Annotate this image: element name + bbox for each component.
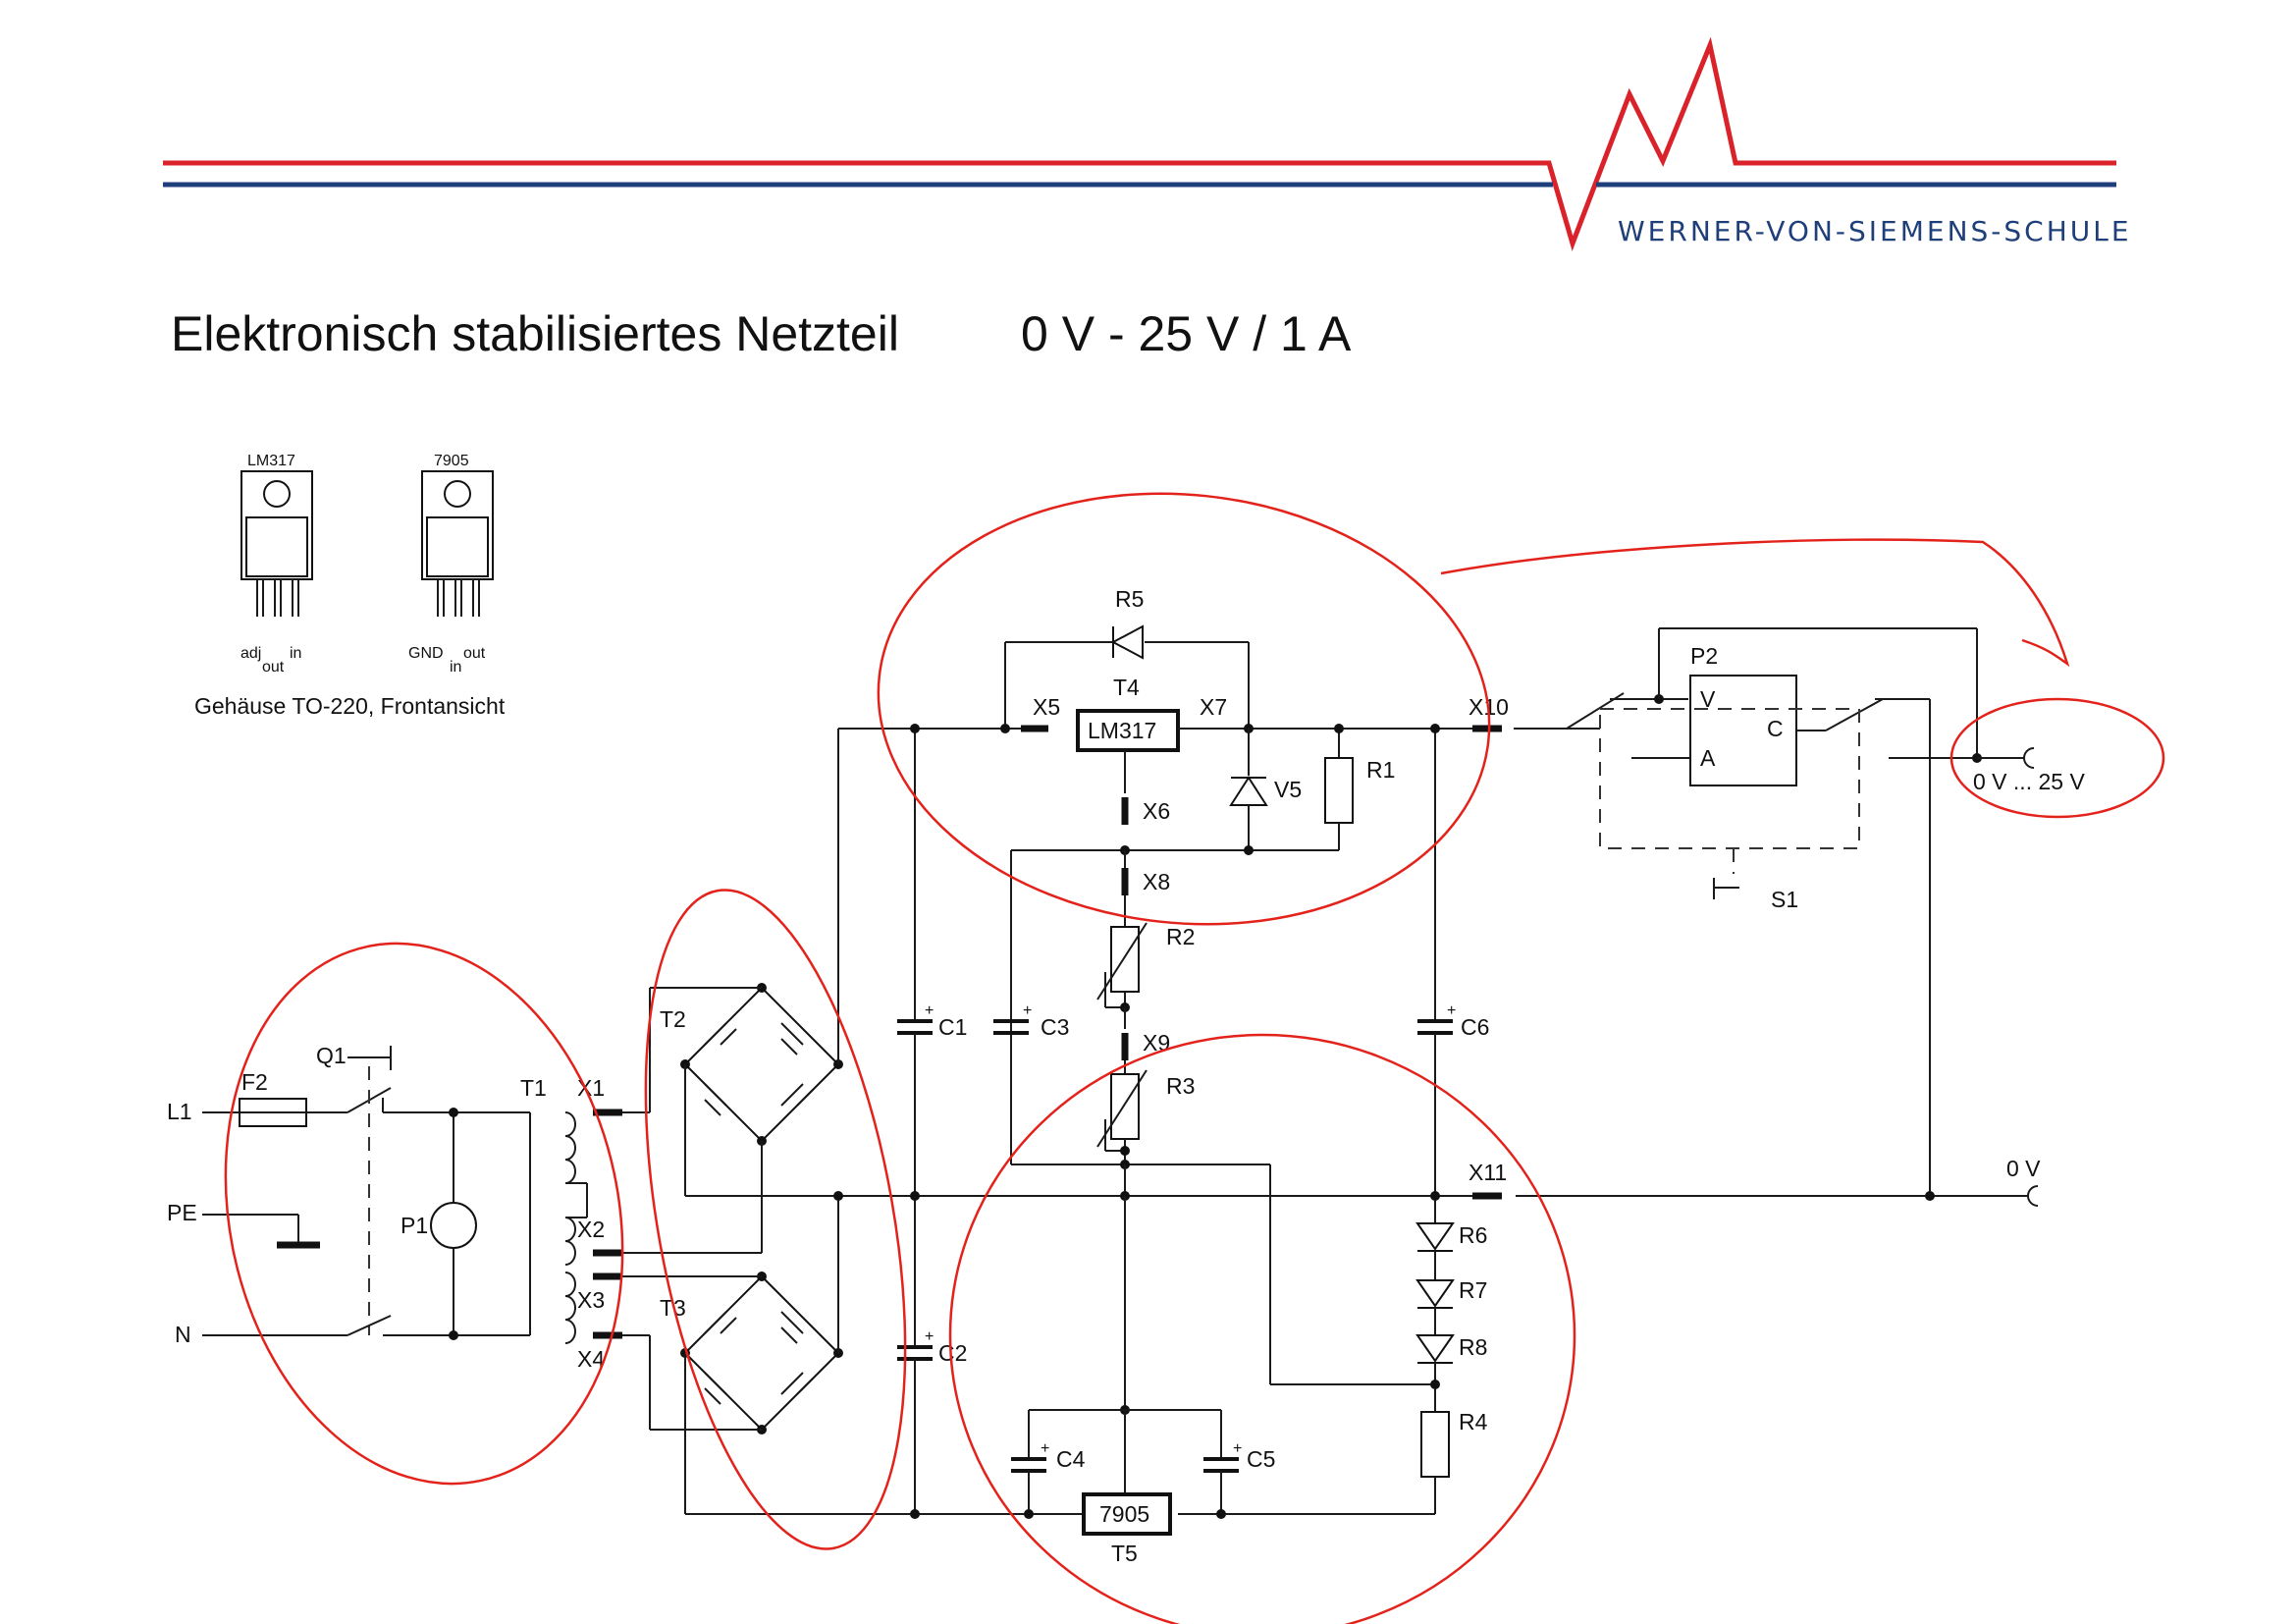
- plus-c1: +: [925, 1002, 934, 1019]
- plus-c3: +: [1023, 1002, 1032, 1019]
- label-p2-v: V: [1700, 686, 1716, 712]
- label-c1: C1: [938, 1014, 967, 1040]
- annotation-circles: [224, 492, 2165, 1624]
- package-7905: 7905 GND in out: [408, 453, 494, 676]
- bridge-rectifier-t3: T3: [660, 1272, 843, 1435]
- label-r3: R3: [1166, 1073, 1195, 1099]
- label-t4: T4: [1113, 675, 1140, 700]
- annotation-circle-mains: [224, 942, 624, 1486]
- annotation-circle-lm317: [877, 492, 1491, 926]
- plus-c5: +: [1233, 1440, 1242, 1457]
- potentiometer-r2: R2: [1096, 895, 1195, 1012]
- label-output-range: 0 V ... 25 V: [1973, 769, 2085, 794]
- label-x3: X3: [577, 1287, 605, 1313]
- package-7905-pin-out: out: [463, 645, 486, 662]
- label-x9: X9: [1143, 1030, 1170, 1056]
- annotation-circle-7905: [948, 1033, 1576, 1624]
- school-name: WERNER-VON-SIEMENS-SCHULE: [1618, 215, 2132, 247]
- label-p2-a: A: [1700, 745, 1716, 771]
- ic-lm317-label: LM317: [1088, 718, 1156, 743]
- resistor-r4: [1420, 1411, 1450, 1478]
- label-r1: R1: [1366, 757, 1395, 783]
- bridge-rectifier-t2: T2: [660, 983, 843, 1146]
- annotation-arrow: [1440, 538, 2070, 668]
- label-x8: X8: [1143, 869, 1170, 894]
- label-c2: C2: [938, 1340, 967, 1366]
- label-r6: R6: [1459, 1222, 1487, 1248]
- page-title: Elektronisch stabilisiertes Netzteil: [171, 306, 899, 361]
- diode-v5: [1229, 776, 1268, 806]
- package-caption: Gehäuse TO-220, Frontansicht: [194, 693, 506, 719]
- package-lm317-pin-out: out: [262, 659, 285, 676]
- label-c5: C5: [1247, 1446, 1275, 1472]
- package-lm317-label: LM317: [247, 453, 295, 469]
- label-r7: R7: [1459, 1277, 1487, 1303]
- diode-string-r6-r8: [1415, 1222, 1455, 1412]
- label-r8: R8: [1459, 1334, 1487, 1360]
- label-x7: X7: [1200, 694, 1227, 720]
- label-c6: C6: [1461, 1014, 1489, 1040]
- label-l1: L1: [167, 1099, 192, 1124]
- ic-7905-label: 7905: [1099, 1501, 1149, 1527]
- meter-p2: [1689, 675, 1797, 786]
- label-x2: X2: [577, 1217, 605, 1242]
- package-lm317-pin-adj: adj: [240, 645, 261, 662]
- label-t5: T5: [1111, 1541, 1138, 1566]
- label-t1: T1: [520, 1075, 547, 1101]
- switch-q1-contact-n: [347, 1315, 392, 1336]
- label-p1: P1: [400, 1213, 428, 1238]
- package-lm317-pin-in: in: [290, 645, 301, 662]
- regulator-t5: 7905 T5 C4 C5 + +: [1011, 1196, 1275, 1566]
- label-r2: R2: [1166, 924, 1195, 949]
- label-c4: C4: [1056, 1446, 1086, 1472]
- output-section: P2 V A C 0 V ... 25 V S1 0 V: [1514, 627, 2085, 1207]
- label-s1: S1: [1771, 887, 1798, 912]
- label-output-zero: 0 V: [2006, 1156, 2041, 1181]
- package-7905-label: 7905: [434, 453, 469, 469]
- label-x6: X6: [1143, 798, 1170, 824]
- label-n: N: [175, 1322, 191, 1347]
- potentiometer-r3: R3: [1096, 1060, 1195, 1164]
- label-pe: PE: [167, 1200, 197, 1225]
- switch-s1-housing: [1599, 708, 1860, 849]
- output-terminal-zero: [2026, 1185, 2039, 1207]
- label-x5: X5: [1033, 694, 1060, 720]
- annotation-circle-rectifier: [644, 889, 907, 1550]
- pilot-lamp-p1: [430, 1202, 477, 1249]
- header-red-line: [163, 36, 2116, 251]
- label-f2: F2: [241, 1069, 268, 1095]
- resistor-r1: [1324, 757, 1354, 824]
- label-r4: R4: [1459, 1409, 1488, 1435]
- ic-lm317: [1076, 709, 1180, 752]
- label-r5: R5: [1115, 586, 1144, 612]
- label-x11: X11: [1468, 1160, 1507, 1185]
- label-p2: P2: [1690, 643, 1718, 669]
- spec-text: 0 V - 25 V / 1 A: [1021, 306, 1352, 361]
- switch-s1-contact-2: [1825, 698, 1884, 731]
- output-terminal-plus: [2022, 747, 2035, 769]
- regulator-t4: R5 X5 LM317 T4 X7 V5 R1 X6 X8: [1000, 586, 1395, 1164]
- label-v5: V5: [1274, 777, 1302, 802]
- label-t2: T2: [660, 1006, 686, 1032]
- label-c3: C3: [1041, 1014, 1069, 1040]
- label-p2-c: C: [1767, 716, 1784, 741]
- label-q1: Q1: [316, 1043, 347, 1068]
- ic-7905: [1082, 1492, 1172, 1536]
- package-7905-pin-in: in: [450, 659, 461, 676]
- header-logo: WERNER-VON-SIEMENS-SCHULE: [163, 36, 2132, 251]
- mains-section: L1 PE N F2 Q1 P1 T1: [167, 1043, 547, 1347]
- diode-r5: [1110, 624, 1144, 660]
- annotation-circle-output: [1949, 697, 2165, 819]
- plus-c2: +: [925, 1328, 934, 1345]
- package-7905-pin-gnd: GND: [408, 645, 444, 662]
- plus-c6: +: [1447, 1002, 1456, 1019]
- plus-c4: +: [1041, 1440, 1049, 1457]
- package-lm317: LM317 adj out in: [240, 453, 313, 676]
